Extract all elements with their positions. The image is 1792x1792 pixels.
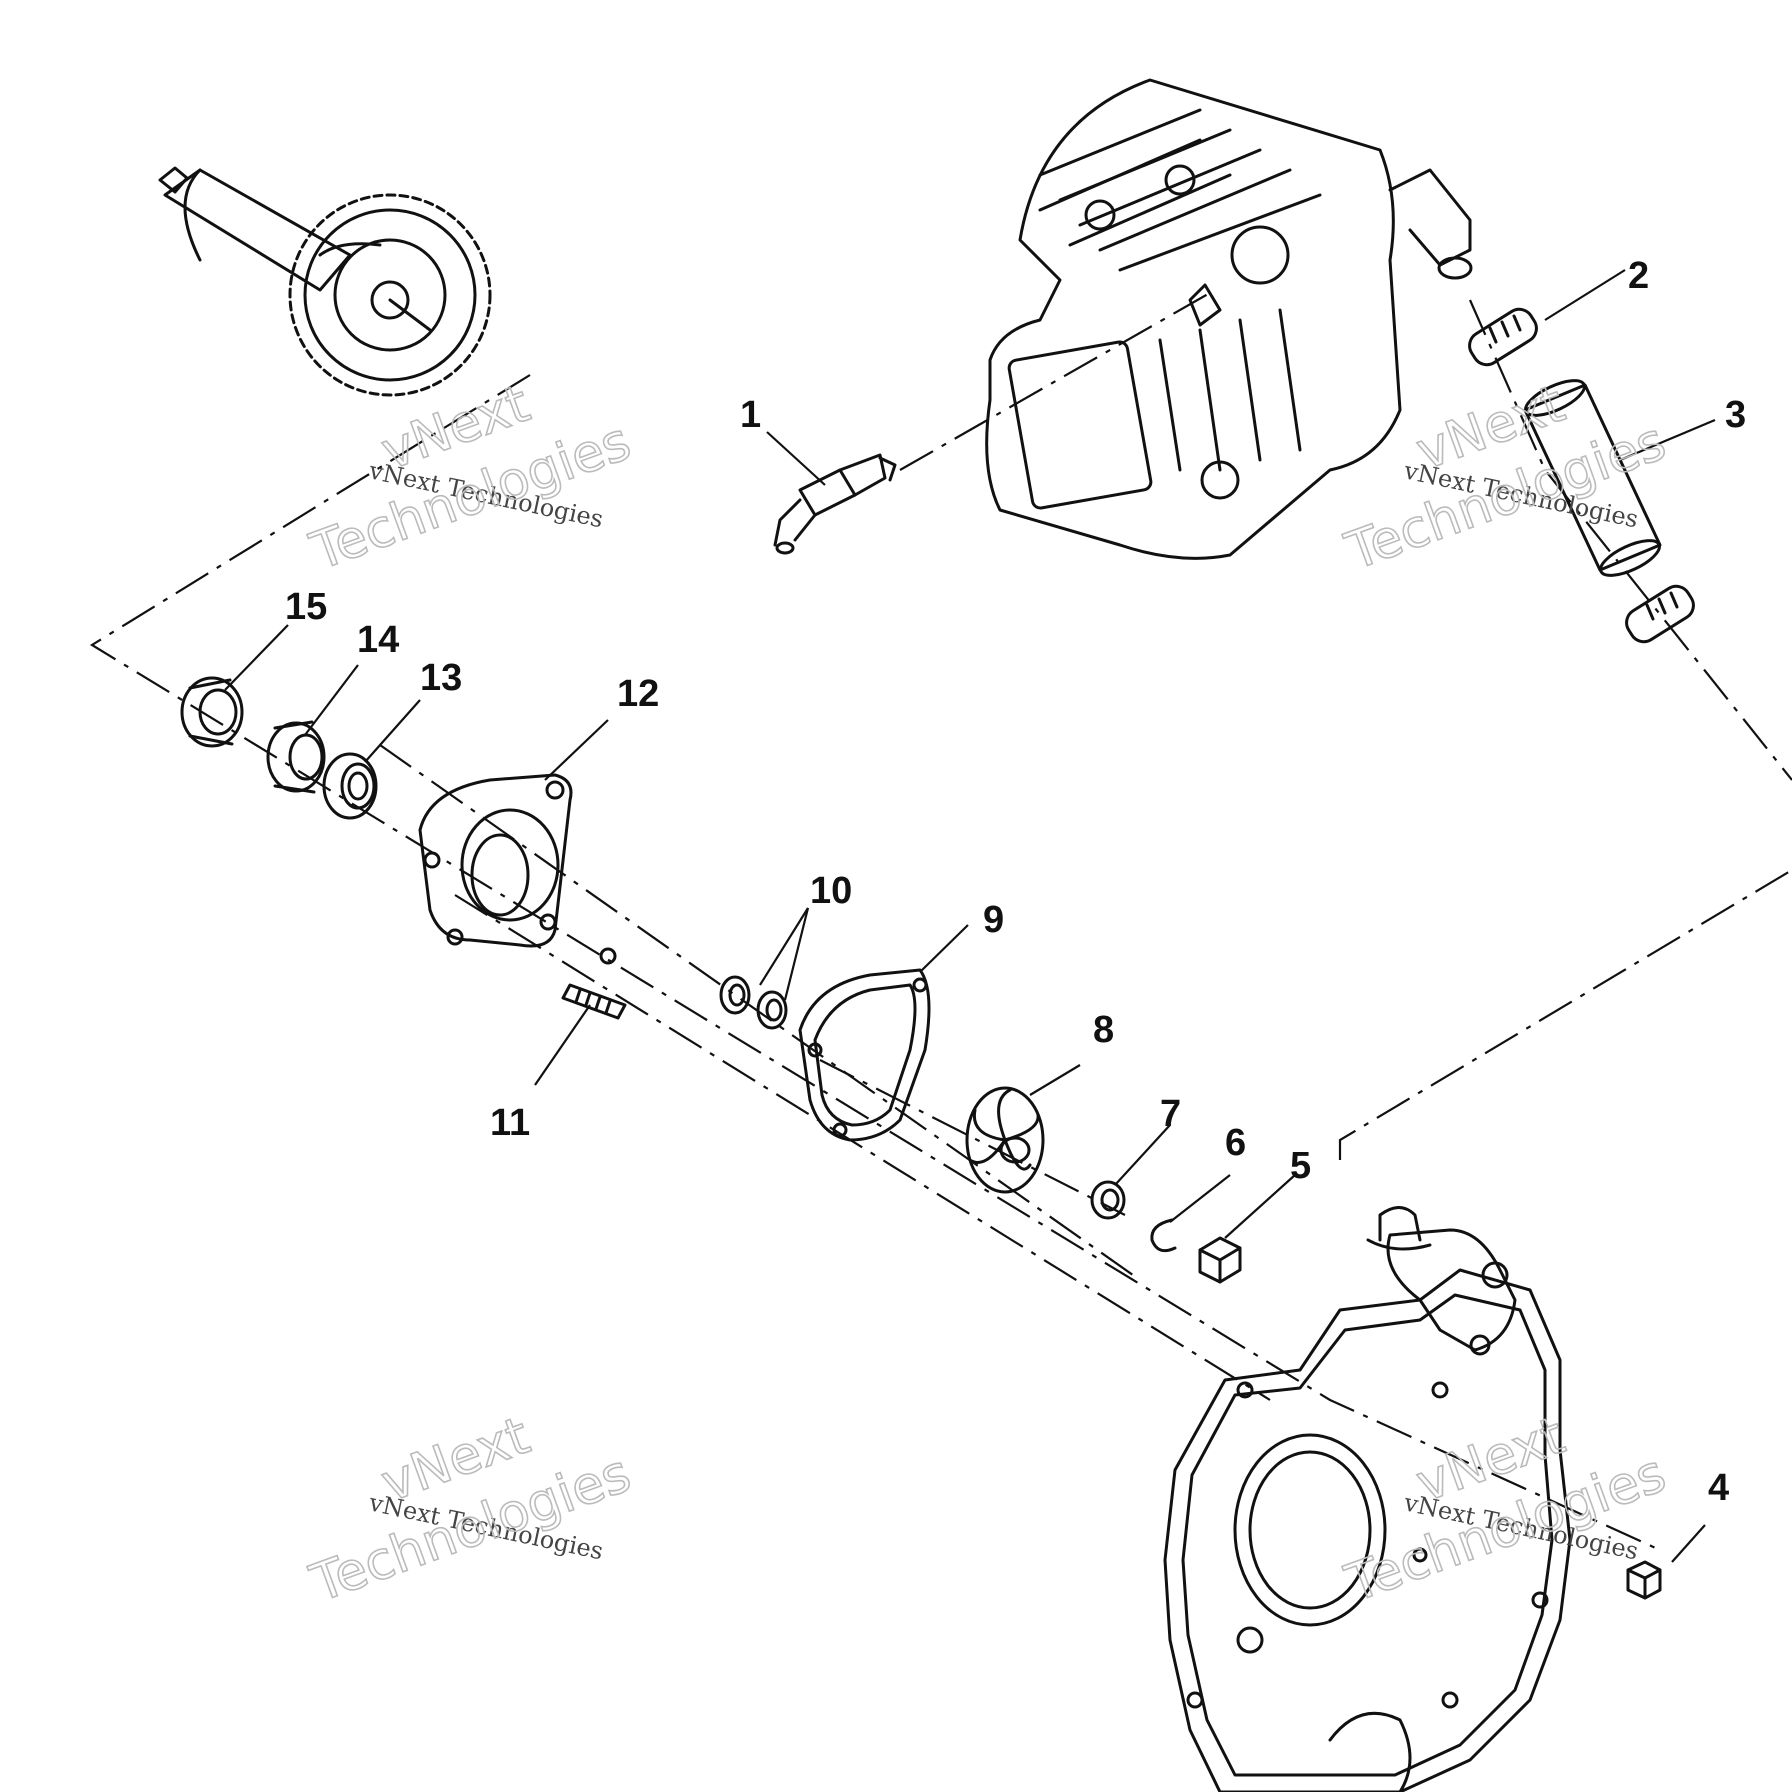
leader-lines <box>224 269 1716 1563</box>
coolant-hose <box>1523 379 1662 577</box>
stud-bolt <box>561 983 627 1020</box>
impeller <box>965 1086 1045 1194</box>
callout-4: 4 <box>1708 1467 1729 1509</box>
temperature-sensor <box>773 453 897 555</box>
watermark-top-right: vNext Technologies vNext Technologies <box>1337 373 1674 583</box>
crankcase-cover <box>1163 1206 1572 1792</box>
callout-14: 14 <box>357 619 399 661</box>
callout-9: 9 <box>983 899 1004 941</box>
pump-gasket <box>798 968 931 1142</box>
hose-clamp-lower <box>1625 584 1695 644</box>
circlip <box>1150 1218 1177 1253</box>
callout-5: 5 <box>1290 1145 1311 1187</box>
o-ring-b <box>756 990 788 1030</box>
washer <box>1090 1180 1126 1220</box>
callout-3: 3 <box>1725 394 1746 436</box>
callout-13: 13 <box>420 657 462 699</box>
assembly-axis-lines <box>89 289 1792 1552</box>
watermark-top-left: vNext Technologies vNext Technologies <box>302 373 639 583</box>
water-pump-housing <box>418 773 617 965</box>
flange-nut <box>1626 1560 1662 1600</box>
watermark-bottom-right: vNext Technologies vNext Technologies <box>1337 1405 1674 1615</box>
callout-2: 2 <box>1628 255 1649 297</box>
callout-7: 7 <box>1160 1093 1181 1135</box>
oil-seal <box>322 752 378 820</box>
callout-11: 11 <box>490 1102 530 1144</box>
callout-6: 6 <box>1225 1122 1246 1164</box>
callout-labels: 1 2 3 4 5 6 7 8 9 10 11 12 13 14 15 <box>285 255 1746 1509</box>
callout-8: 8 <box>1093 1009 1114 1051</box>
impeller-nut <box>1198 1236 1242 1284</box>
callout-10: 10 <box>810 870 852 912</box>
bearing-outer <box>180 676 244 748</box>
watermark-bottom-left: vNext Technologies vNext Technologies <box>302 1405 639 1615</box>
o-ring-a <box>719 975 751 1015</box>
callout-15: 15 <box>285 586 327 628</box>
cylinder-head <box>985 78 1473 560</box>
callout-12: 12 <box>617 673 659 715</box>
callout-1: 1 <box>740 394 761 436</box>
shaft-gear-assembly <box>158 166 492 397</box>
hose-clamp-upper <box>1468 307 1538 367</box>
